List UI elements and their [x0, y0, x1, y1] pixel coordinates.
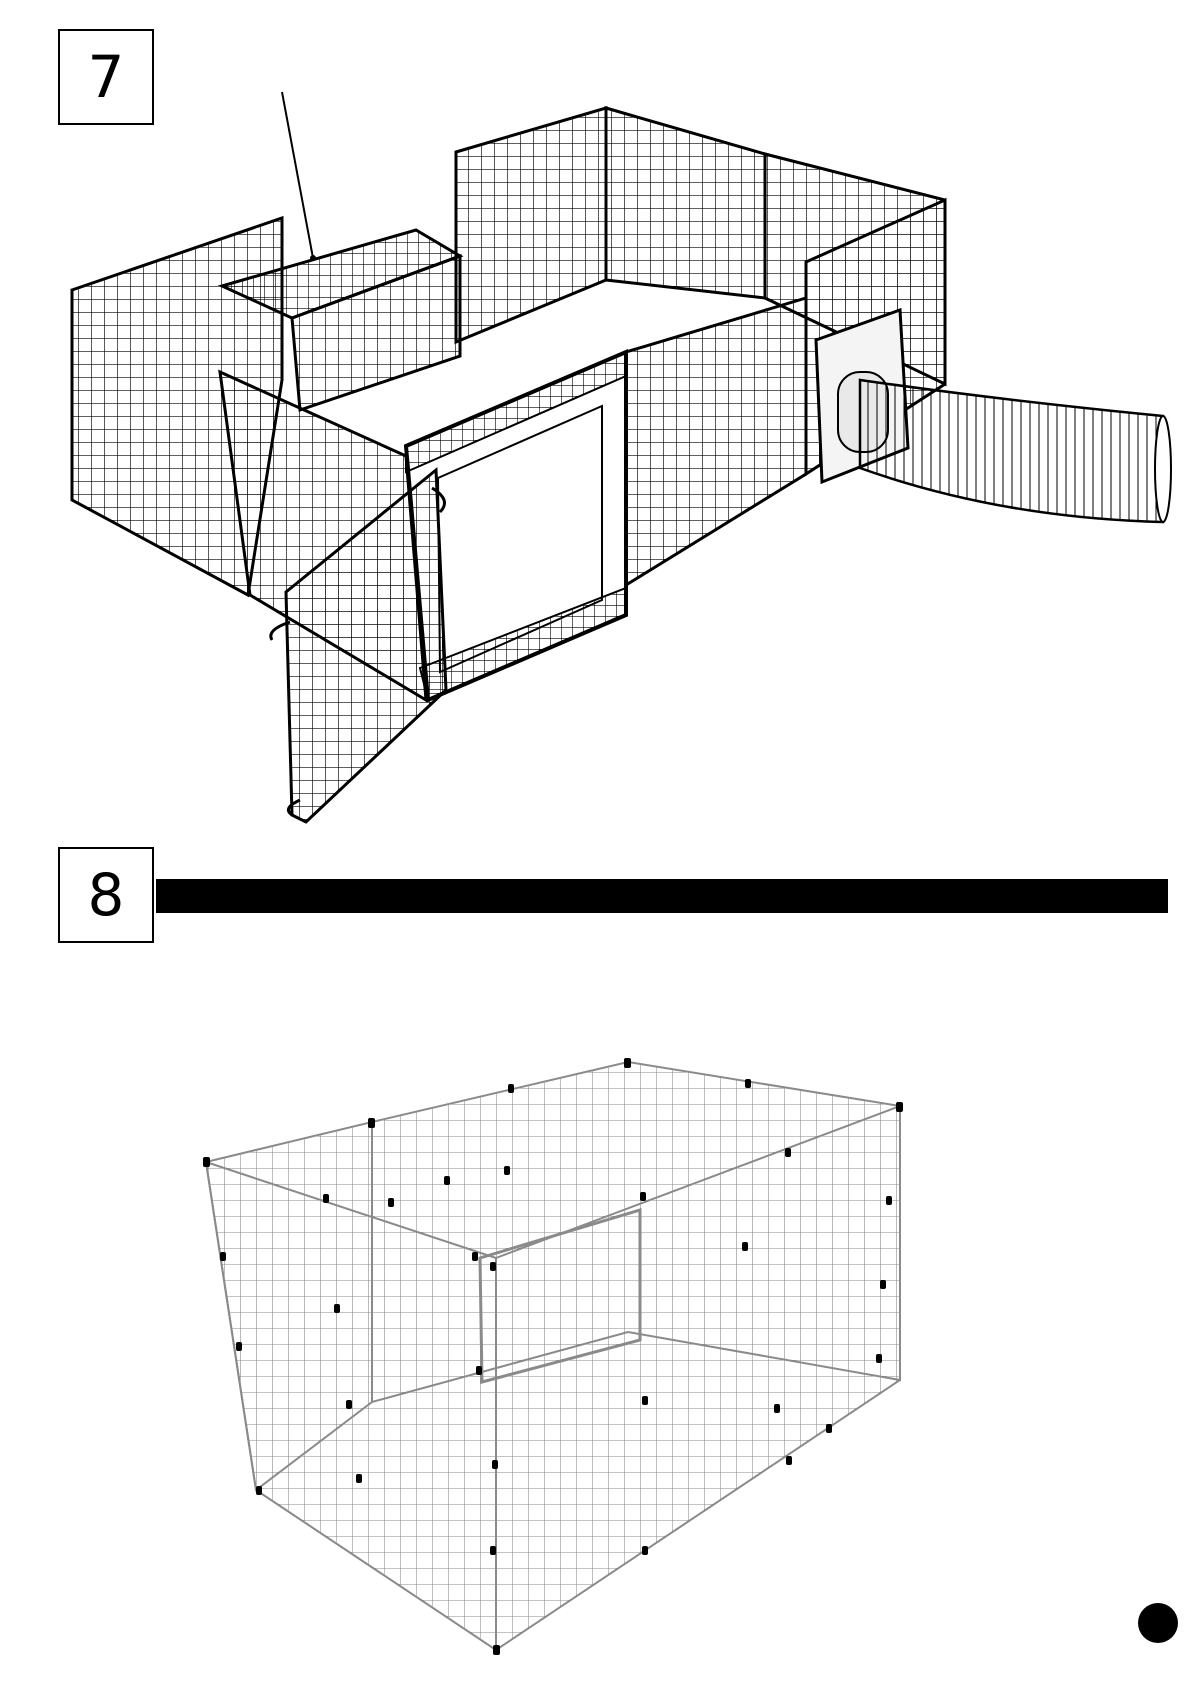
page-indicator-dot — [1138, 1603, 1178, 1643]
